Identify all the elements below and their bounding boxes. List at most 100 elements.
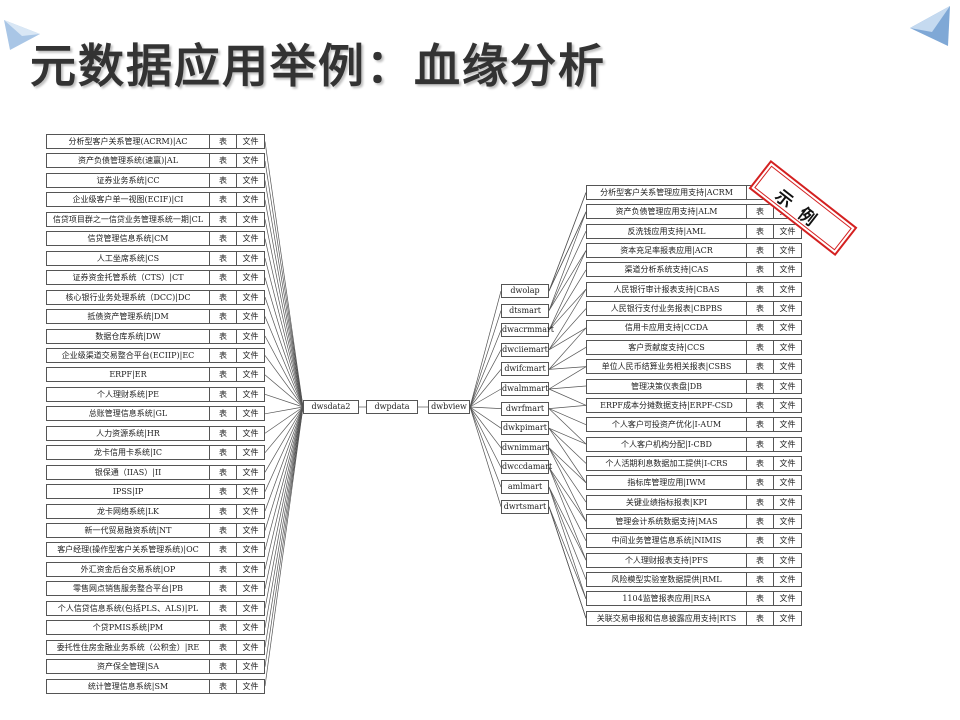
mart-node[interactable]: dwciiemart bbox=[501, 343, 549, 357]
application-row-file-cell[interactable]: 文件 bbox=[773, 515, 801, 528]
application-row-file-cell[interactable]: 文件 bbox=[773, 380, 801, 393]
source-system-row-file-cell[interactable]: 文件 bbox=[236, 349, 264, 362]
application-row-table-cell[interactable]: 表 bbox=[746, 438, 773, 451]
application-row[interactable]: 资产负债管理应用支持|ALM表文件 bbox=[586, 204, 802, 219]
mart-node[interactable]: dwalmmart bbox=[501, 382, 549, 396]
application-row-file-cell[interactable]: 文件 bbox=[773, 360, 801, 373]
source-system-row-file-cell[interactable]: 文件 bbox=[236, 524, 264, 537]
source-system-row-table-cell[interactable]: 表 bbox=[209, 427, 236, 440]
source-system-row-file-cell[interactable]: 文件 bbox=[236, 252, 264, 265]
source-system-row-table-cell[interactable]: 表 bbox=[209, 135, 236, 148]
application-row[interactable]: 单位人民币结算业务相关报表|CSBS表文件 bbox=[586, 359, 802, 374]
application-row-table-cell[interactable]: 表 bbox=[746, 302, 773, 315]
source-system-row-file-cell[interactable]: 文件 bbox=[236, 602, 264, 615]
application-row-table-cell[interactable]: 表 bbox=[746, 476, 773, 489]
source-system-row-file-cell[interactable]: 文件 bbox=[236, 193, 264, 206]
source-system-row-file-cell[interactable]: 文件 bbox=[236, 368, 264, 381]
source-system-row-table-cell[interactable]: 表 bbox=[209, 388, 236, 401]
application-row-file-cell[interactable]: 文件 bbox=[773, 244, 801, 257]
source-system-row-file-cell[interactable]: 文件 bbox=[236, 621, 264, 634]
source-system-row-table-cell[interactable]: 表 bbox=[209, 582, 236, 595]
application-row-table-cell[interactable]: 表 bbox=[746, 496, 773, 509]
application-row-table-cell[interactable]: 表 bbox=[746, 612, 773, 625]
source-system-row-table-cell[interactable]: 表 bbox=[209, 680, 236, 693]
application-row-file-cell[interactable]: 文件 bbox=[773, 573, 801, 586]
application-row-file-cell[interactable]: 文件 bbox=[773, 302, 801, 315]
source-system-row-file-cell[interactable]: 文件 bbox=[236, 563, 264, 576]
mart-node[interactable]: dwolap bbox=[501, 284, 549, 298]
source-system-row-table-cell[interactable]: 表 bbox=[209, 407, 236, 420]
application-row-file-cell[interactable]: 文件 bbox=[773, 399, 801, 412]
application-row[interactable]: 个人客户可投资产优化|I-AUM表文件 bbox=[586, 417, 802, 432]
source-system-row-table-cell[interactable]: 表 bbox=[209, 213, 236, 226]
application-row-table-cell[interactable]: 表 bbox=[746, 534, 773, 547]
source-system-row-table-cell[interactable]: 表 bbox=[209, 524, 236, 537]
source-system-row-table-cell[interactable]: 表 bbox=[209, 368, 236, 381]
source-system-row-table-cell[interactable]: 表 bbox=[209, 310, 236, 323]
application-row-table-cell[interactable]: 表 bbox=[746, 205, 773, 218]
source-system-row-file-cell[interactable]: 文件 bbox=[236, 543, 264, 556]
source-system-row-table-cell[interactable]: 表 bbox=[209, 252, 236, 265]
mart-node[interactable]: amlmart bbox=[501, 480, 549, 494]
source-system-row-file-cell[interactable]: 文件 bbox=[236, 680, 264, 693]
application-row-table-cell[interactable]: 表 bbox=[746, 341, 773, 354]
application-row[interactable]: 管理决策仪表盘|DB表文件 bbox=[586, 379, 802, 394]
source-system-row-file-cell[interactable]: 文件 bbox=[236, 310, 264, 323]
center-node[interactable]: dwpdata bbox=[366, 400, 418, 414]
source-system-row-table-cell[interactable]: 表 bbox=[209, 154, 236, 167]
application-row-file-cell[interactable]: 文件 bbox=[773, 496, 801, 509]
mart-node[interactable]: dwrfmart bbox=[501, 402, 549, 416]
application-row-file-cell[interactable]: 文件 bbox=[773, 418, 801, 431]
source-system-row-table-cell[interactable]: 表 bbox=[209, 505, 236, 518]
application-row-table-cell[interactable]: 表 bbox=[746, 263, 773, 276]
application-row-table-cell[interactable]: 表 bbox=[746, 321, 773, 334]
source-system-row-table-cell[interactable]: 表 bbox=[209, 232, 236, 245]
application-row-file-cell[interactable]: 文件 bbox=[773, 476, 801, 489]
source-system-row-file-cell[interactable]: 文件 bbox=[236, 407, 264, 420]
source-system-row-file-cell[interactable]: 文件 bbox=[236, 446, 264, 459]
source-system-row-file-cell[interactable]: 文件 bbox=[236, 466, 264, 479]
mart-node[interactable]: dwacrmmart bbox=[501, 323, 549, 337]
mart-node[interactable]: dwkpimart bbox=[501, 421, 549, 435]
application-row-file-cell[interactable]: 文件 bbox=[773, 438, 801, 451]
application-row-file-cell[interactable]: 文件 bbox=[773, 592, 801, 605]
source-system-row-table-cell[interactable]: 表 bbox=[209, 563, 236, 576]
application-row-file-cell[interactable]: 文件 bbox=[773, 612, 801, 625]
source-system-row-file-cell[interactable]: 文件 bbox=[236, 154, 264, 167]
source-system-row-table-cell[interactable]: 表 bbox=[209, 349, 236, 362]
application-row-table-cell[interactable]: 表 bbox=[746, 573, 773, 586]
source-system-row-table-cell[interactable]: 表 bbox=[209, 466, 236, 479]
source-system-row-table-cell[interactable]: 表 bbox=[209, 330, 236, 343]
application-row-file-cell[interactable]: 文件 bbox=[773, 321, 801, 334]
application-row-file-cell[interactable]: 文件 bbox=[773, 263, 801, 276]
application-row-table-cell[interactable]: 表 bbox=[746, 457, 773, 470]
